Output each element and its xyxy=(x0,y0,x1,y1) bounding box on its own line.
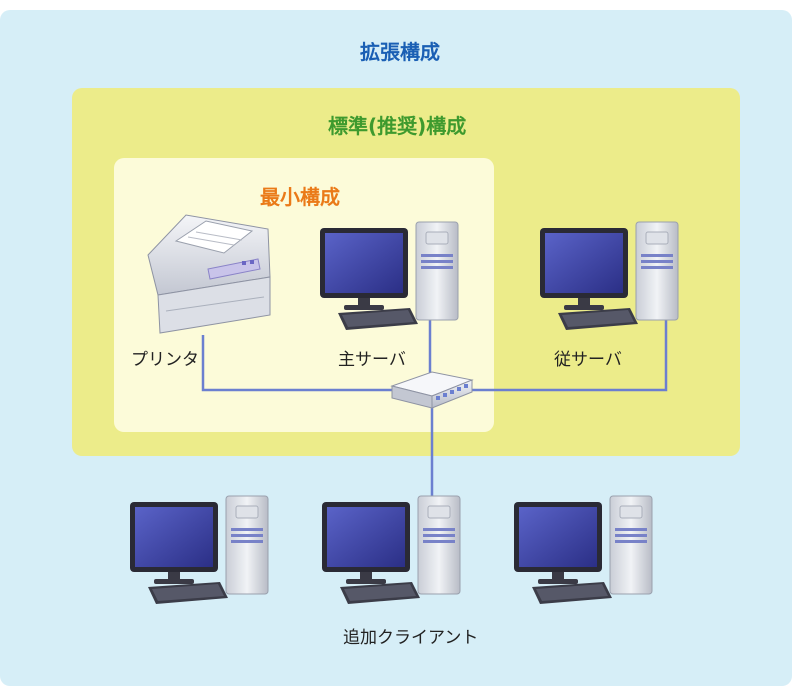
main-server-label: 主サーバ xyxy=(338,350,406,370)
client-computer-icon-3 xyxy=(513,495,653,605)
additional-clients-label: 追加クライアント xyxy=(343,628,479,648)
sub-server-label: 従サーバ xyxy=(554,350,622,370)
cable-printer xyxy=(201,335,396,392)
standard-configuration-title: 標準(推奨)構成 xyxy=(328,114,467,138)
client-computer-icon-2 xyxy=(321,495,461,605)
printer-label: プリンタ xyxy=(131,350,199,370)
network-hub-icon xyxy=(390,371,474,409)
client-computer-icon-1 xyxy=(129,495,269,605)
cable-sub-server xyxy=(470,310,668,392)
network-cables xyxy=(201,310,668,505)
minimal-configuration-title: 最小構成 xyxy=(260,185,340,209)
sub-server-computer-icon xyxy=(539,221,679,331)
extended-configuration-title: 拡張構成 xyxy=(360,40,440,64)
printer-icon xyxy=(147,214,271,334)
main-server-computer-icon xyxy=(319,221,459,331)
